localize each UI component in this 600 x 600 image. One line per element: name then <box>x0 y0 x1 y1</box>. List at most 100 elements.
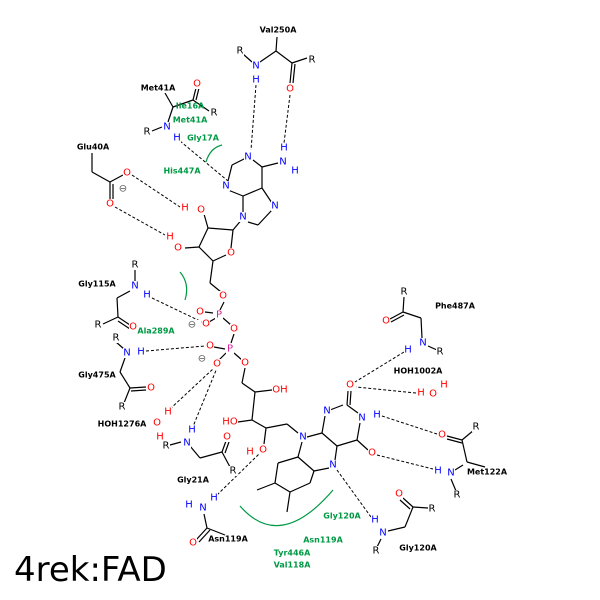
hydrogen-bond <box>216 453 260 496</box>
hydrogen-bond <box>336 469 372 518</box>
covalent-bond <box>167 106 174 123</box>
atom-label-o: O <box>227 248 235 259</box>
hydrogen-bond <box>354 351 405 383</box>
atom-label-h: H <box>173 133 181 144</box>
atom-label-oh: OH <box>272 385 287 396</box>
covalent-bond <box>172 99 194 108</box>
covalent-bond <box>198 227 209 248</box>
atom-label-background <box>252 75 260 85</box>
covalent-bond <box>404 506 414 528</box>
atom-label-h: H <box>373 410 381 421</box>
covalent-bond <box>195 87 200 101</box>
hydrogen-bond <box>376 454 434 470</box>
atom-label-background <box>210 493 218 503</box>
atom-label-background <box>174 243 182 253</box>
covalent-bond <box>206 527 226 536</box>
atom-label-background <box>244 152 252 162</box>
covalent-bond <box>184 246 200 249</box>
atom-label-o: O <box>346 380 354 391</box>
atom-label-h: H <box>137 347 145 358</box>
covalent-bond <box>233 352 243 361</box>
atom-label-o: O <box>395 489 403 500</box>
hydrogen-bond <box>381 415 438 435</box>
atom-label-h: H <box>440 380 448 391</box>
covalent-bond <box>402 497 414 508</box>
covalent-bond <box>389 311 404 320</box>
covalent-bond <box>263 427 267 445</box>
covalent-bond <box>192 87 197 101</box>
covalent-bond <box>192 99 210 112</box>
residue-label: Gly475A <box>78 371 116 380</box>
covalent-bond <box>254 389 273 393</box>
atom-label-h: H <box>404 345 412 356</box>
atom-label-background <box>189 538 197 548</box>
atom-label-charge: ⊖ <box>188 320 196 331</box>
atom-label-background <box>131 281 139 291</box>
atom-label-o: O <box>129 322 137 333</box>
hydrogen-bond <box>114 206 166 236</box>
covalent-bond <box>390 314 405 323</box>
hydrogen-bond <box>131 174 181 208</box>
atom-label-background <box>164 407 172 417</box>
atom-label-o: O <box>368 448 376 459</box>
covalent-bond <box>117 320 131 330</box>
covalent-bond <box>399 499 411 510</box>
atom-label-background <box>193 79 201 89</box>
covalent-bond <box>227 189 244 197</box>
atom-label-background <box>299 432 307 442</box>
atom-label-o: O <box>259 445 267 456</box>
atom-label-background <box>156 432 164 442</box>
covalent-bond <box>412 506 429 509</box>
covalent-bond <box>349 390 352 406</box>
atom-label-background <box>173 133 181 143</box>
atom-label-background <box>184 320 200 330</box>
atom-label-o: O <box>219 291 227 302</box>
covalent-bond <box>212 254 227 262</box>
atom-label-background <box>131 260 139 270</box>
atom-label-background <box>373 410 381 420</box>
covalent-bond <box>402 311 422 319</box>
atom-label-background <box>106 199 114 209</box>
atom-label-n: N <box>279 157 286 168</box>
atom-label-r: R <box>144 127 151 138</box>
covalent-bond <box>427 345 438 351</box>
atom-label-n: N <box>222 181 229 192</box>
atom-label-background <box>219 291 227 301</box>
atom-label-background <box>194 354 210 364</box>
residue-label: Asn119A <box>208 535 248 544</box>
atom-label-background <box>202 319 210 329</box>
atom-label-n: N <box>419 338 426 349</box>
atom-label-r: R <box>373 546 380 557</box>
atom-label-h: H <box>143 290 151 301</box>
atom-label-p: P <box>216 310 222 321</box>
covalent-bond <box>242 53 253 63</box>
covalent-bond <box>209 282 222 293</box>
covalent-bond <box>151 126 163 132</box>
atom-label-n: N <box>323 406 330 417</box>
atom-label-background <box>428 504 436 514</box>
covalent-bond <box>346 404 359 414</box>
atom-label-h: H <box>291 166 299 177</box>
atom-label-background <box>206 341 214 351</box>
atom-label-r: R <box>401 287 408 298</box>
atom-label-background <box>241 358 249 368</box>
atom-label-background <box>118 402 126 412</box>
covalent-bond <box>247 221 259 226</box>
covalent-bond <box>198 529 211 543</box>
atom-label-o: O <box>438 430 446 441</box>
atom-label-n: N <box>358 413 365 424</box>
atom-label-charge: ⊖ <box>119 184 127 195</box>
atom-label-h: H <box>185 500 193 511</box>
covalent-bond <box>292 63 296 84</box>
covalent-bond <box>286 491 291 513</box>
atom-label-h: H <box>371 515 379 526</box>
covalent-bond <box>207 227 234 231</box>
atom-label-background <box>259 445 267 455</box>
covalent-bond <box>256 482 276 491</box>
hydrogen-bond <box>355 386 417 394</box>
atom-label-background <box>188 425 196 435</box>
covalent-bond <box>130 389 147 392</box>
atom-label-background <box>162 441 170 451</box>
